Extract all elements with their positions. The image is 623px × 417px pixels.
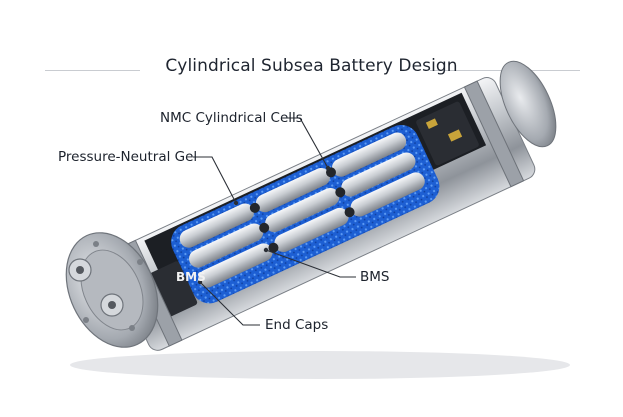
cell [189, 223, 264, 268]
circuit-chip [447, 129, 463, 142]
bolt [129, 325, 135, 331]
leader-dot [197, 279, 203, 285]
leader-line-cells [282, 117, 329, 169]
cell [341, 152, 416, 197]
leader-line-gel [193, 156, 237, 204]
leader-dot [233, 200, 239, 206]
leader-dot [263, 247, 269, 253]
bolt [93, 241, 99, 247]
title-rule-left [45, 70, 140, 71]
label-gel: Pressure-Neutral Gel [58, 149, 198, 165]
leader-line-bms [265, 249, 356, 278]
ground-shadow [70, 351, 570, 379]
cell [331, 132, 407, 177]
label-cells: NMC Cylindrical Cells [160, 110, 303, 126]
bms-module-left [149, 261, 198, 317]
bolt [83, 317, 89, 323]
leader-line-endcaps [199, 281, 260, 326]
diagram-title: Cylindrical Subsea Battery Design [165, 56, 458, 76]
cell [350, 172, 425, 217]
connector-pin [76, 266, 84, 274]
leader-dot [325, 165, 331, 171]
cell-terminal [268, 242, 279, 253]
cell-terminal [249, 202, 260, 213]
cell-terminal [259, 222, 270, 233]
label-bms-case: BMS [176, 270, 206, 284]
end-cap-right [499, 60, 557, 148]
label-end-caps: End Caps [265, 317, 329, 333]
cell [179, 203, 254, 248]
cell [265, 187, 340, 233]
bolt [137, 259, 143, 265]
cell-terminal [335, 187, 346, 198]
cell [198, 243, 273, 288]
cell [255, 168, 331, 213]
circuit-chip [425, 118, 438, 129]
label-bms-right: BMS [360, 269, 390, 285]
cell [274, 207, 349, 253]
end-ring-right [463, 80, 525, 188]
bms-module-right [416, 101, 479, 166]
cell-terminal [344, 207, 355, 218]
connector-pin [108, 301, 116, 309]
